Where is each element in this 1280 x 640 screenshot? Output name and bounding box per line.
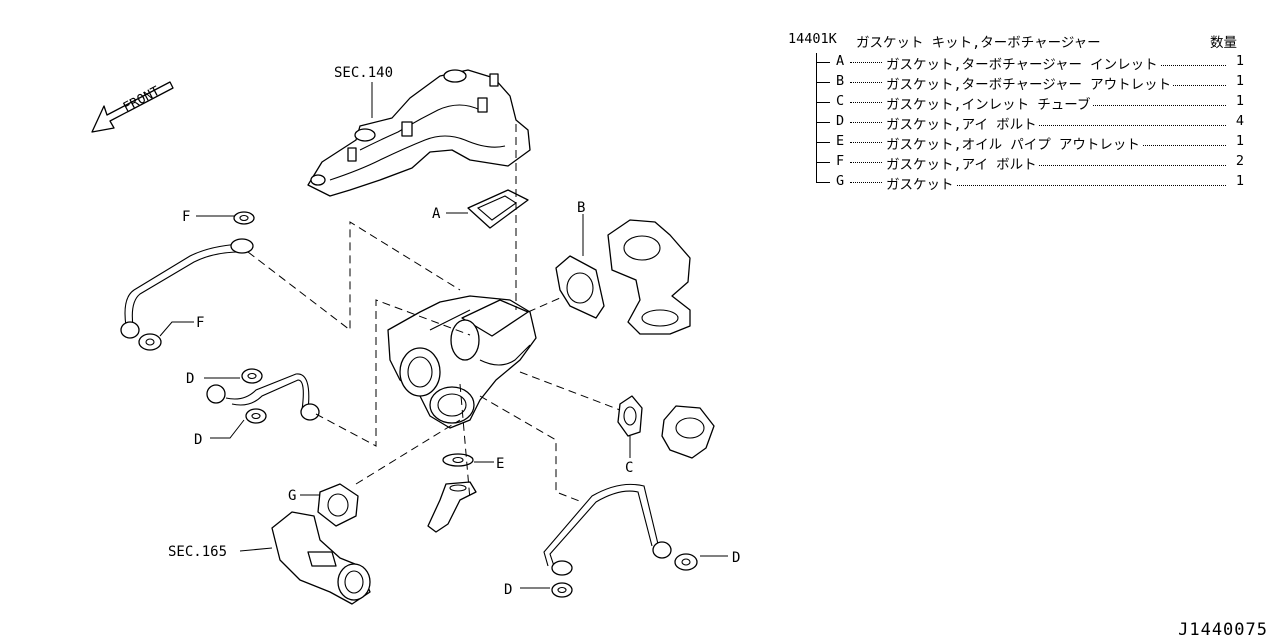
oil-outlet-pipe <box>427 481 477 533</box>
callout-b: B <box>577 200 585 216</box>
callout-e: E <box>496 456 504 472</box>
exhaust-manifold: SEC.140 <box>307 65 531 197</box>
air-duct: SEC.165 <box>168 511 371 605</box>
oil-feed-pipe: F F <box>120 209 255 351</box>
callout-f-upper: F <box>182 209 190 225</box>
gasket-c: C <box>617 395 643 476</box>
legend-header: 14401K ガスケット キット,ターボチャージャー 数量 <box>786 31 1246 51</box>
gasket-g: G <box>288 483 359 527</box>
callout-d-2: D <box>194 432 202 448</box>
callout-d-4: D <box>504 582 512 598</box>
kit-name: ガスケット キット,ターボチャージャー <box>856 35 1101 51</box>
assembly-lines <box>247 124 621 503</box>
turbocharger <box>387 295 537 429</box>
legend-tree-line <box>816 53 817 183</box>
sec-165-label: SEC.165 <box>168 544 227 560</box>
gasket-a: A <box>432 189 529 229</box>
gasket-e: E <box>442 453 504 472</box>
sec-140-label: SEC.140 <box>334 65 393 81</box>
callout-d-1: D <box>186 371 194 387</box>
quantity-header: 数量 <box>1210 35 1237 51</box>
gasket-b: B <box>555 200 605 319</box>
inlet-tube <box>661 405 715 459</box>
callout-d-3: D <box>732 550 740 566</box>
water-pipe-right: D D <box>504 483 740 598</box>
kit-part-number: 14401K <box>788 31 837 47</box>
front-label: FRONT <box>121 84 163 116</box>
callout-c: C <box>625 460 633 476</box>
water-pipe-left: D D <box>186 368 320 448</box>
front-direction-arrow: FRONT <box>91 81 174 133</box>
turbo-outlet-elbow <box>607 219 691 335</box>
callout-a: A <box>432 206 441 222</box>
callout-f-lower: F <box>196 315 204 331</box>
figure-id: J1440075 <box>1178 620 1268 640</box>
callout-g: G <box>288 488 296 504</box>
